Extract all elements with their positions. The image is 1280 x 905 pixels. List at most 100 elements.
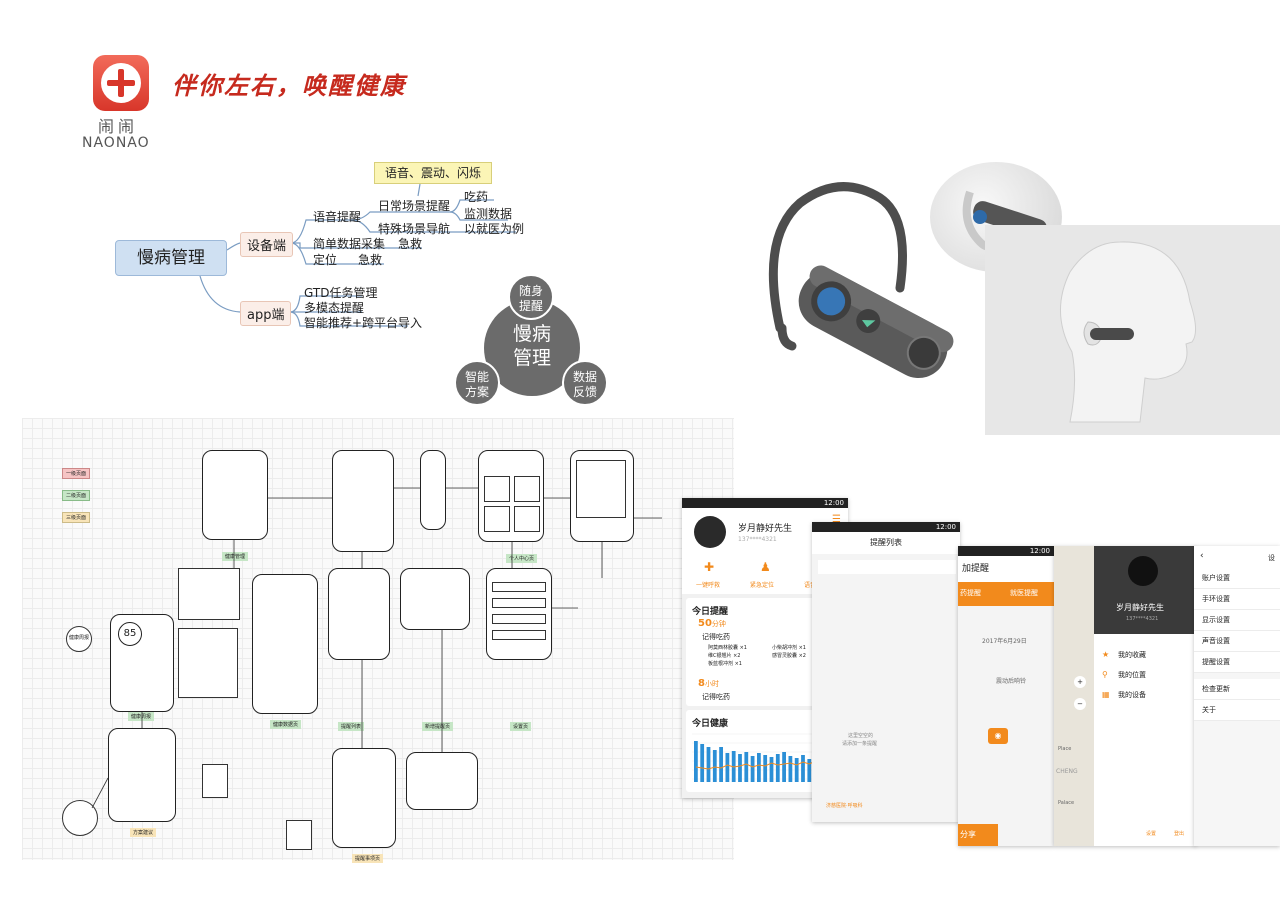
tag-health-data: 健康数据页 [270,720,302,729]
logo-name-en: NAONAO [82,135,150,151]
mindmap-callout: 语音、震动、闪烁 [374,162,492,184]
device-icon: ▦ [1102,690,1110,699]
headset-device-icon [768,182,954,379]
drawer-user-phone: 137****4321 [1126,616,1159,622]
wf-card-schedule [178,568,240,620]
date-field[interactable]: 2017年6月29日 [982,638,1027,645]
mindmap-device-branch: 设备端 [240,232,294,257]
menu-device[interactable]: 我的设备 [1118,691,1146,699]
settings-item[interactable]: 检查更新 [1194,679,1280,700]
drawer-avatar[interactable] [1128,556,1158,586]
mindmap-root: 慢病管理 [115,240,227,276]
drawer-settings[interactable]: 设置 [1146,831,1157,837]
add-reminder-title: 加提醒 [958,556,1054,582]
menu-icon[interactable]: ☰ [832,514,841,525]
settings-title: 设 [1268,554,1275,562]
settings-item[interactable]: 关于 [1194,700,1280,721]
camera-button[interactable]: ◉ [988,728,1008,744]
wf-phone-new-reminder [332,748,396,848]
drawer-logout[interactable]: 登出 [1174,831,1185,837]
tab-medicine[interactable]: 药提醒 [960,589,981,597]
wireframe-connectors [91,487,662,809]
action-locate[interactable]: 紧急定位 [750,582,775,589]
sos-icon[interactable]: ✚ [704,560,715,574]
screen-add-reminder: 12:00 加提醒 药提醒 就医提醒 2017年6月29日 震动后响铃 ◉ 分享 [958,546,1054,846]
tag-health-mgmt: 健康管理 [222,552,249,561]
mindmap-daily-scene: 日常场景提醒 [378,199,451,213]
tag-settings: 设置页 [510,722,532,731]
tag-weekly: 健康周报 [128,712,155,721]
back-icon[interactable]: ‹ [1200,551,1204,561]
mindmap-voice-reminder: 语音提醒 [313,210,362,224]
chart-line [695,760,816,770]
mindmap-locate: 定位 [313,253,338,267]
chart-bar [801,755,805,782]
chart-bar [763,755,768,782]
tag-reminder-item: 提醒事项页 [352,854,384,863]
reminder1-time: 50 [698,618,712,629]
head-silhouette-icon [1060,241,1196,423]
wireframe-canvas: 一级页面 二级页面 三级页面 85 健康周报 健康管理 个人中心页 健康数据页 … [22,418,734,863]
zoom-in-icon[interactable]: + [1074,676,1086,688]
settings-item[interactable]: 声音设置 [1194,631,1280,652]
mindmap-emergency-1: 急救 [398,237,423,251]
reminder-title: 今日提醒 [692,607,729,617]
user-name: 岁月静好先生 [738,524,793,534]
location-person-icon[interactable]: ♟ [760,560,771,574]
settings-item[interactable]: 显示设置 [1194,610,1280,631]
venn-right: 数据反馈 [562,360,608,406]
menu-favorites[interactable]: 我的收藏 [1118,651,1146,659]
venn-left: 智能方案 [454,360,500,406]
action-sos[interactable]: 一键呼救 [696,582,721,589]
chart-bar [788,756,793,782]
wf-doc-note [202,764,228,798]
reminder-list-title: 提醒列表 [812,532,960,554]
wf-phone-daily [252,574,318,714]
chart-bar [712,750,717,782]
settings-item[interactable]: 手环设置 [1194,589,1280,610]
chart-bar [775,754,780,782]
chart-bar [725,753,730,782]
drawer-header: 岁月静好先生 137****4321 [1094,546,1196,634]
screen-reminder-list: 12:00 提醒列表 这里空空的 请添加一条提醒 济慈医院·呼吸科 [812,522,960,822]
settings-item[interactable]: 提醒设置 [1194,652,1280,673]
tag-plan: 方案建议 [130,828,157,837]
settings-item[interactable]: 账户设置 [1194,568,1280,589]
mindmap-multimodal: 多模态提醒 [304,301,365,315]
mindmap-smart-recommend: 智能推荐+跨平台导入 [304,316,423,330]
reminder2-desc: 记得吃药 [702,693,730,701]
share-button[interactable]: 分享 [958,824,998,846]
legend-level1: 一级页面 [62,468,91,479]
pin-icon: ⚲ [1102,670,1108,679]
settings-header: ‹ 设 [1194,546,1280,568]
vibrate-field[interactable]: 震动后响铃 [996,678,1027,685]
wf-phone-list [328,568,390,660]
menu-location[interactable]: 我的位置 [1118,671,1146,679]
health-title: 今日健康 [692,719,729,729]
wf-phone-diet [108,728,176,822]
med-list-1: 阿莫西林胶囊 ×1 维C银翘片 ×2 板蓝根冲剂 ×1 [708,645,747,667]
tab-hospital[interactable]: 就医提醒 [1010,589,1038,597]
wf-score-circle: 85 [118,622,142,646]
wf-phone-input [400,568,470,630]
reminder1-desc: 记得吃药 [702,633,730,641]
empty-line-2: 请添加一条提醒 [842,741,878,747]
venn-top: 随身提醒 [508,274,554,320]
zoom-out-icon[interactable]: − [1074,698,1086,710]
map-background [1054,546,1094,846]
settings-list: 账户设置手环设置显示设置声音设置提醒设置检查更新关于 [1194,568,1280,721]
reminder-filter[interactable] [818,560,956,574]
chart-bar [738,754,742,782]
legend-level2: 二级页面 [62,490,91,501]
star-icon: ★ [1102,650,1110,659]
chart-bar [782,752,786,782]
wf-phone-device [478,450,544,542]
status-bar: 12:00 [682,498,848,508]
screen-settings: ‹ 设 账户设置手环设置显示设置声音设置提醒设置检查更新关于 [1194,546,1280,846]
avatar[interactable] [694,516,726,548]
health-chart [692,733,824,782]
chart-bar [750,756,755,782]
chart-bar [769,757,774,782]
wf-phone-side [420,450,446,530]
location-tag: 济慈医院·呼吸科 [826,803,863,809]
